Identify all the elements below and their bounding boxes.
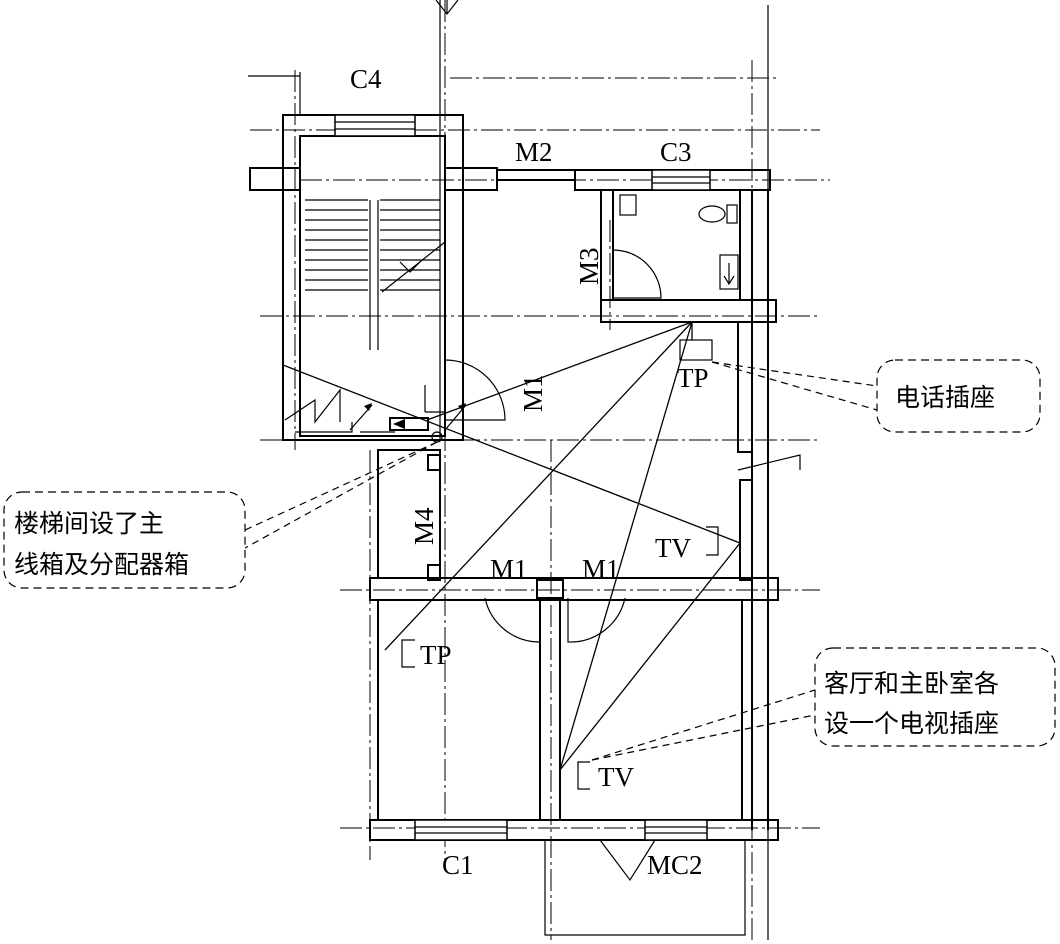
phone-outlet-upper-icon — [679, 339, 713, 361]
window-c3 — [651, 169, 711, 191]
tv-outlet-lower-icon — [577, 761, 590, 790]
label-m1-stair: M1 — [518, 374, 548, 412]
label-m3: M3 — [574, 247, 604, 285]
label-tp-lower: TP — [420, 640, 452, 670]
label-tv-lower: TV — [598, 762, 634, 792]
floor-drain-icon — [719, 254, 739, 290]
callout-stairwell: 楼梯间设了主 线箱及分配器箱 — [3, 441, 438, 589]
label-mc2: MC2 — [647, 850, 703, 880]
window-mc2 — [644, 819, 708, 841]
callout-tv: 客厅和主卧室各 设一个电视插座 — [591, 647, 1056, 761]
label-tp-upper: TP — [677, 363, 709, 393]
callout-phone-text: 电话插座 — [895, 383, 995, 412]
stairwell — [249, 114, 506, 443]
label-c3: C3 — [660, 137, 692, 167]
callout-phone: 电话插座 — [711, 359, 1041, 433]
phone-outlet-lower-icon — [401, 639, 415, 668]
callout-stair-line1: 楼梯间设了主 — [14, 509, 164, 538]
callout-tv-line2: 设一个电视插座 — [824, 709, 999, 738]
window-c1 — [414, 819, 508, 841]
distribution-box-icon — [389, 417, 429, 431]
tv-outlet-upper-icon — [706, 526, 719, 556]
callout-tv-line1: 客厅和主卧室各 — [824, 669, 999, 698]
outlet-symbols — [401, 339, 719, 790]
label-m1-right: M1 — [582, 554, 620, 584]
label-c1: C1 — [442, 850, 474, 880]
label-m4: M4 — [409, 507, 439, 545]
label-tv-upper: TV — [655, 533, 691, 563]
plan-labels: C4 M2 C3 M3 M1 TP M4 M1 M1 TV TP TV C1 M… — [350, 64, 709, 880]
callout-stair-line2: 线箱及分配器箱 — [14, 550, 189, 579]
label-c4: C4 — [350, 64, 382, 94]
label-m2: M2 — [515, 137, 553, 167]
apartment-walls — [369, 169, 801, 936]
window-c4 — [334, 114, 416, 137]
label-m1-left: M1 — [490, 554, 528, 584]
north-arrow-icon — [435, 0, 459, 15]
wiring — [282, 321, 741, 771]
toilet-icon — [698, 205, 726, 223]
stair-steps — [305, 199, 440, 291]
